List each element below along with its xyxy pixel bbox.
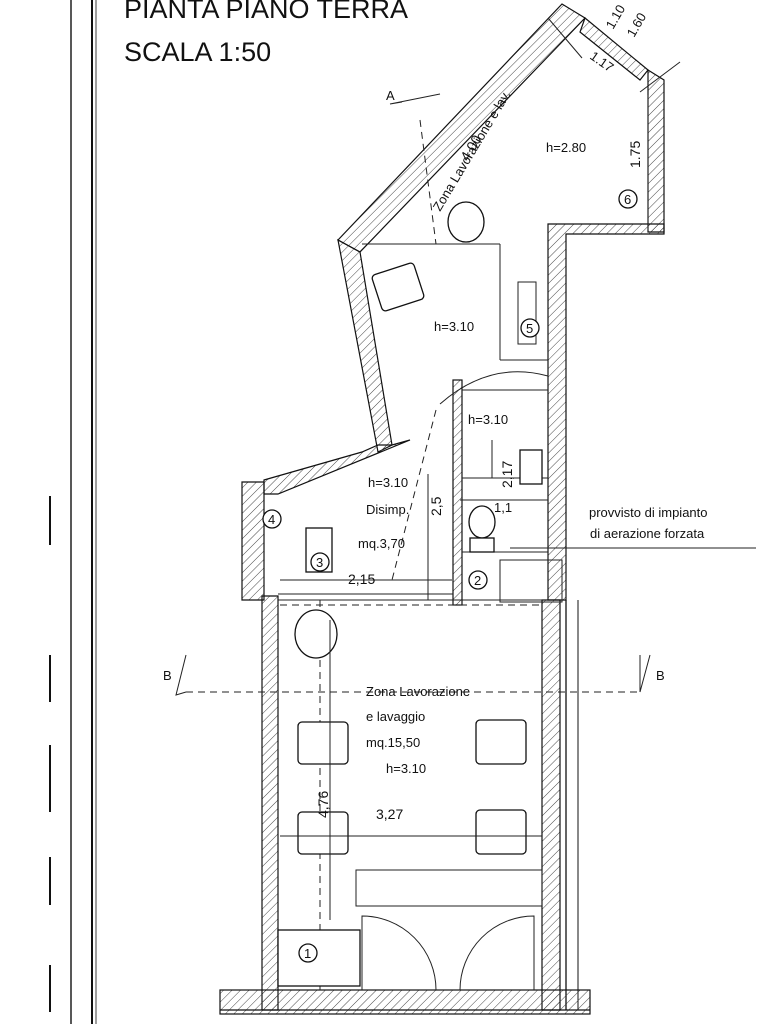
drawing-title: PIANTA PIANO TERRA [124,0,408,24]
marker-1: 1 [304,946,311,961]
marker-2: 2 [474,573,481,588]
entrance-canopy [355,869,543,907]
cabinet-bottom [277,929,361,987]
note-line-2: di aerazione forzata [590,526,705,541]
note-line-1: provvisto di impianto [589,505,708,520]
dim-1-60: 1.60 [624,10,650,39]
dim-2-5: 2,5 [428,496,444,516]
marker-4: 4 [268,512,275,527]
marker-5: 5 [526,321,533,336]
dimension-lines [280,17,681,920]
inner-lines [278,243,563,603]
ventilation-note: provvisto di impianto di aerazione forza… [510,505,756,549]
section-markers: A B B [163,88,665,696]
room-height-wc: h=3.10 [468,412,508,427]
dim-1-75: 1.75 [627,141,643,168]
chair-upper [371,262,425,312]
section-label-b-right: B [656,668,665,683]
fixtures [277,201,543,991]
toilet [468,505,496,539]
toilet-tank [469,537,495,553]
sink-main [294,609,338,659]
marker-3: 3 [316,555,323,570]
dim-1-1: 1,1 [494,500,512,515]
dim-4-76: 4,76 [315,791,331,818]
section-label-a: A [386,88,395,103]
room-height-main: h=3.10 [386,761,426,776]
room-height-middle: h=3.10 [434,319,474,334]
dashed-lines [186,119,640,990]
chair-2 [475,719,527,765]
room-area-main: mq.15,50 [366,735,420,750]
room-area-disimp: mq.3,70 [358,536,405,551]
dim-2-17: 2,17 [499,461,515,488]
dim-2-15: 2,15 [348,571,375,587]
numbered-markers: 1 2 3 4 5 6 [262,189,638,963]
room-name-main-2: e lavaggio [366,709,425,724]
door-left [361,915,437,991]
wc-sink [519,449,543,485]
dim-1-10: 1.10 [603,2,629,31]
drawing-scale: SCALA 1:50 [124,37,271,67]
chair-3 [297,811,349,855]
door-right [459,915,535,991]
dim-3-27: 3,27 [376,806,403,822]
chair-1 [297,721,349,765]
sink-upper [447,201,485,243]
marker-6: 6 [624,192,631,207]
room-name-disimp: Disimp. [366,502,409,517]
walls [219,3,665,1015]
section-label-b-left: B [163,668,172,683]
chair-4 [475,809,527,855]
room-height-disimp: h=3.10 [368,475,408,490]
sheet-border [49,0,97,1024]
room-height-upper: h=2.80 [546,140,586,155]
room-name-main-1: Zona Lavorazione [366,684,470,699]
